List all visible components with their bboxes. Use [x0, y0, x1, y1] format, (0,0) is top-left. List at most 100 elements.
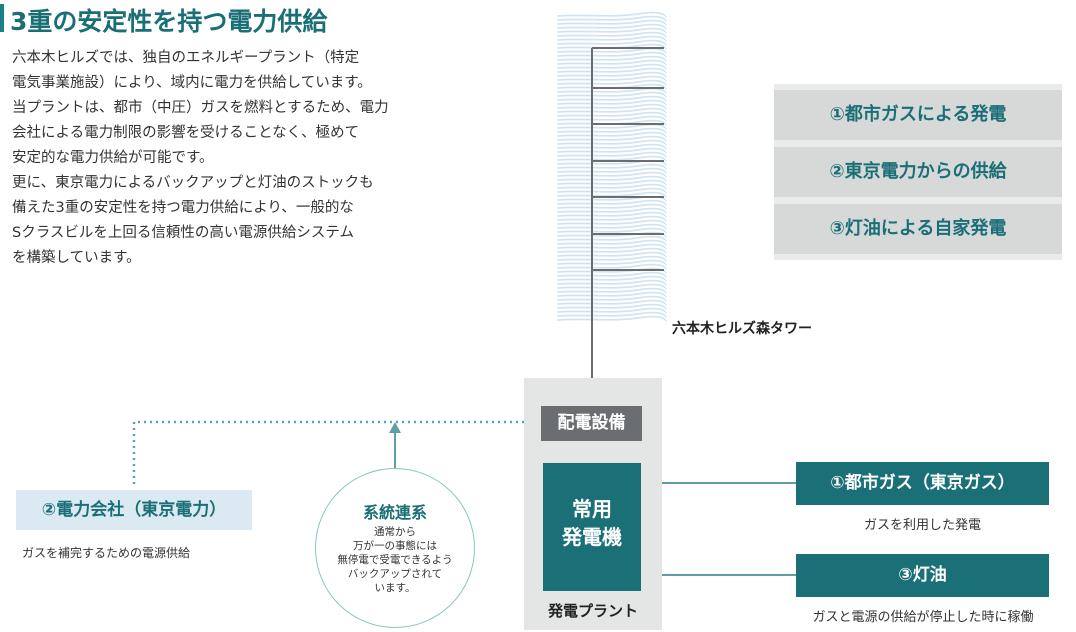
tower-stripe	[556, 223, 667, 230]
tower-stripe	[556, 43, 667, 50]
utility-note: ガスを補完するための電源供給	[22, 546, 191, 560]
tower-stripe	[556, 99, 667, 106]
power-sources-panel: ①都市ガスによる発電 ②東京電力からの供給 ③灯油による自家発電	[774, 84, 1062, 260]
tower-stripe	[556, 283, 667, 290]
tower-stripe	[556, 243, 667, 250]
tower-stripe	[556, 79, 667, 86]
tower-stripe	[556, 275, 667, 282]
tower-stripe	[556, 247, 667, 254]
tower-stripe	[556, 315, 667, 322]
tower-stripe	[556, 167, 667, 174]
distribution-equipment: 配電設備	[541, 406, 642, 441]
tower-stripe	[556, 103, 667, 110]
tower-stripe	[556, 279, 667, 286]
tower-stripe	[556, 187, 667, 194]
tower-stripe	[556, 83, 667, 90]
tower-stripe	[556, 259, 667, 266]
tower-stripe	[556, 291, 667, 298]
city-gas-box: ①都市ガス（東京ガス）	[796, 462, 1049, 505]
city-gas-note: ガスを利用した発電	[863, 518, 981, 533]
tower-stripe	[556, 199, 667, 206]
tower-stripe	[556, 163, 667, 170]
utility-feed-line	[132, 420, 530, 484]
tower-stripe	[556, 59, 667, 66]
grid-connection-circle: 系統連系 通常から 万が一の事態には 無停電で受電できるよう バックアップされて…	[315, 468, 475, 628]
tower-stripe	[556, 67, 667, 74]
source-item-city-gas: ①都市ガスによる発電	[774, 90, 1062, 140]
intro-line: を構築しています。	[12, 250, 141, 266]
tower-stripe	[556, 171, 667, 178]
tower-stripe	[556, 311, 667, 318]
tower-stripe	[556, 31, 667, 38]
tower-stripe	[556, 115, 667, 122]
tower-stripe	[556, 207, 667, 214]
title-text: 3重の安定性を持つ電力供給	[10, 7, 328, 36]
intro-line: 更に、東京電力によるバックアップと灯油のストックも	[12, 175, 374, 191]
tower-stripe	[556, 107, 667, 114]
tower-stripe	[556, 239, 667, 246]
tower-stripe	[556, 255, 667, 262]
intro-line: 六本木ヒルズでは、独自のエネルギープラント（特定	[12, 50, 360, 66]
tower-stripe	[556, 251, 667, 258]
intro-line: 当プラントは、都市（中圧）ガスを燃料とするため、電力	[12, 100, 389, 116]
plant-label: 発電プラント	[547, 602, 638, 620]
tower-stripe	[556, 51, 667, 58]
tower-stripe	[556, 55, 667, 62]
tower-stripe	[556, 75, 667, 82]
tower-stripe	[556, 15, 667, 22]
generator-label-line1: 常用	[572, 497, 612, 521]
grid-connection-arrow	[389, 422, 401, 433]
tower-stripes	[556, 11, 667, 322]
tower-stripe	[556, 95, 667, 102]
title-accent-bar	[0, 4, 4, 32]
tower-stripe	[556, 47, 667, 54]
intro-line: 備えた3重の安定性を持つ電力供給により、一般的な	[12, 200, 354, 216]
tower-stripe	[556, 19, 667, 26]
tower-stripe	[556, 235, 667, 242]
tower-stripe	[556, 295, 667, 302]
grid-connection-line-text: 無停電で受電できるよう	[337, 554, 453, 566]
grid-connection-line-text: 通常から	[374, 526, 416, 538]
tower-stripe	[556, 263, 667, 270]
kerosene-box: ③灯油	[796, 554, 1049, 597]
page-title: 3重の安定性を持つ電力供給	[0, 0, 480, 36]
source-item-kerosene: ③灯油による自家発電	[774, 204, 1062, 254]
tower-stripe	[556, 155, 667, 162]
tower-stripe	[556, 143, 667, 150]
tower-stripe	[556, 287, 667, 294]
tower-stripe	[556, 135, 667, 142]
grid-connection-text: 通常から 万が一の事態には 無停電で受電できるよう バックアップされて います。	[316, 525, 474, 595]
tower-stripe	[556, 307, 667, 314]
tower-stripe	[556, 127, 667, 134]
tower-stripe	[556, 139, 667, 146]
grid-connection-title: 系統連系	[362, 503, 427, 522]
source-item-tepco: ②東京電力からの供給	[774, 147, 1062, 197]
tower-stripe	[556, 219, 667, 226]
tower-stripe	[556, 147, 667, 154]
tower-stripe	[556, 211, 667, 218]
tower-stripe	[556, 123, 667, 130]
tower-stripe	[556, 63, 667, 70]
tower-stripe	[556, 203, 667, 210]
tower-stripe	[556, 71, 667, 78]
tower-stripe	[556, 175, 667, 182]
tower-stripe	[556, 271, 667, 278]
tower-stripe	[556, 183, 667, 190]
tower-stripe	[556, 151, 667, 158]
tower-stripe	[556, 179, 667, 186]
tower-stripe	[556, 35, 667, 42]
utility-company-box: ②電力会社（東京電力）	[16, 490, 252, 530]
tower-stripe	[556, 87, 667, 94]
intro-line: 会社による電力制限の影響を受けることなく、極めて	[12, 125, 360, 141]
intro-paragraph: 六本木ヒルズでは、独自のエネルギープラント（特定 電気事業施設）により、域内に電…	[12, 46, 472, 271]
grid-connection-line-text: います。	[374, 582, 416, 594]
tower-stripe	[556, 215, 667, 222]
tower-stripe	[556, 191, 667, 198]
grid-connection-line-text: 万が一の事態には	[353, 540, 437, 552]
grid-connection-line-text: バックアップされて	[347, 568, 443, 580]
kerosene-note: ガスと電源の供給が停止した時に稼働	[812, 610, 1034, 625]
tower-stripe	[556, 131, 667, 138]
tower-risers	[591, 47, 664, 406]
tower-stripe	[556, 299, 667, 306]
intro-line: 安定的な電力供給が可能です。	[12, 150, 214, 166]
